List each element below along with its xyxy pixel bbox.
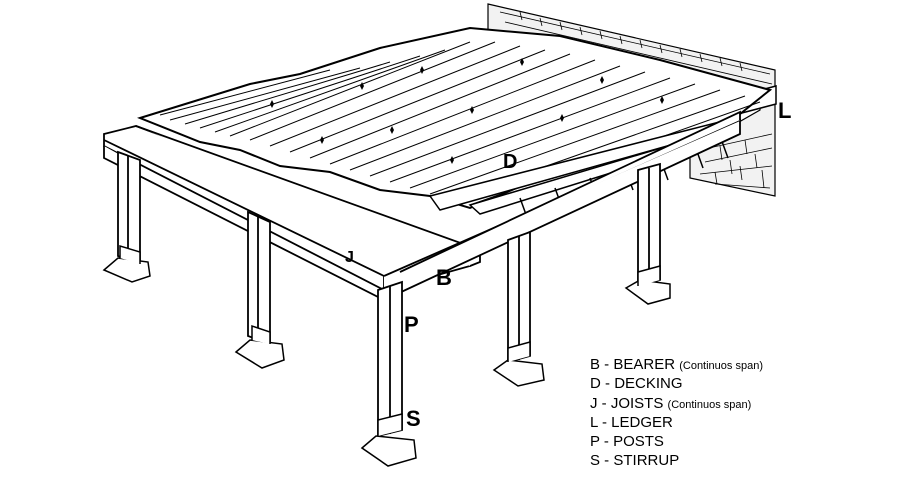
legend-name: LEDGER: [611, 414, 673, 431]
legend-name: STIRRUP: [613, 452, 679, 469]
callout-decking: D: [503, 151, 517, 173]
legend-item: B - BEARER (Continuos span): [590, 356, 763, 373]
front-beam: [103, 110, 741, 301]
callout-stirrup: S: [406, 406, 421, 431]
legend-name: DECKING: [614, 375, 682, 392]
posts: [117, 150, 661, 438]
legend-code: D: [590, 375, 601, 392]
callout-ledger: L: [778, 98, 791, 123]
legend-code: P: [590, 433, 600, 450]
legend-code: L: [590, 414, 598, 431]
decking-surface: [137, 26, 773, 210]
legend-note: (Continuos span): [679, 360, 763, 372]
legend-name: POSTS: [613, 433, 664, 450]
post-mid-left: [247, 210, 271, 346]
legend: B - BEARER (Continuos span) D - DECKING …: [590, 356, 763, 469]
footings: [102, 244, 671, 467]
legend-code: B: [590, 356, 600, 373]
legend-item: D - DECKING: [590, 375, 683, 392]
legend-item: J - JOISTS (Continuos span): [590, 395, 751, 412]
legend-item: S - STIRRUP: [590, 452, 679, 469]
legend-code: S: [590, 452, 600, 469]
callout-bearer: B: [436, 265, 452, 290]
legend-code: J: [590, 395, 598, 412]
legend-item: L - LEDGER: [590, 414, 673, 431]
callout-joists: J: [345, 249, 354, 266]
legend-name: BEARER: [613, 356, 675, 373]
legend-name: JOISTS: [611, 395, 664, 412]
legend-note: (Continuos span): [668, 399, 752, 411]
legend-item: P - POSTS: [590, 433, 664, 450]
callout-posts: P: [404, 312, 419, 337]
